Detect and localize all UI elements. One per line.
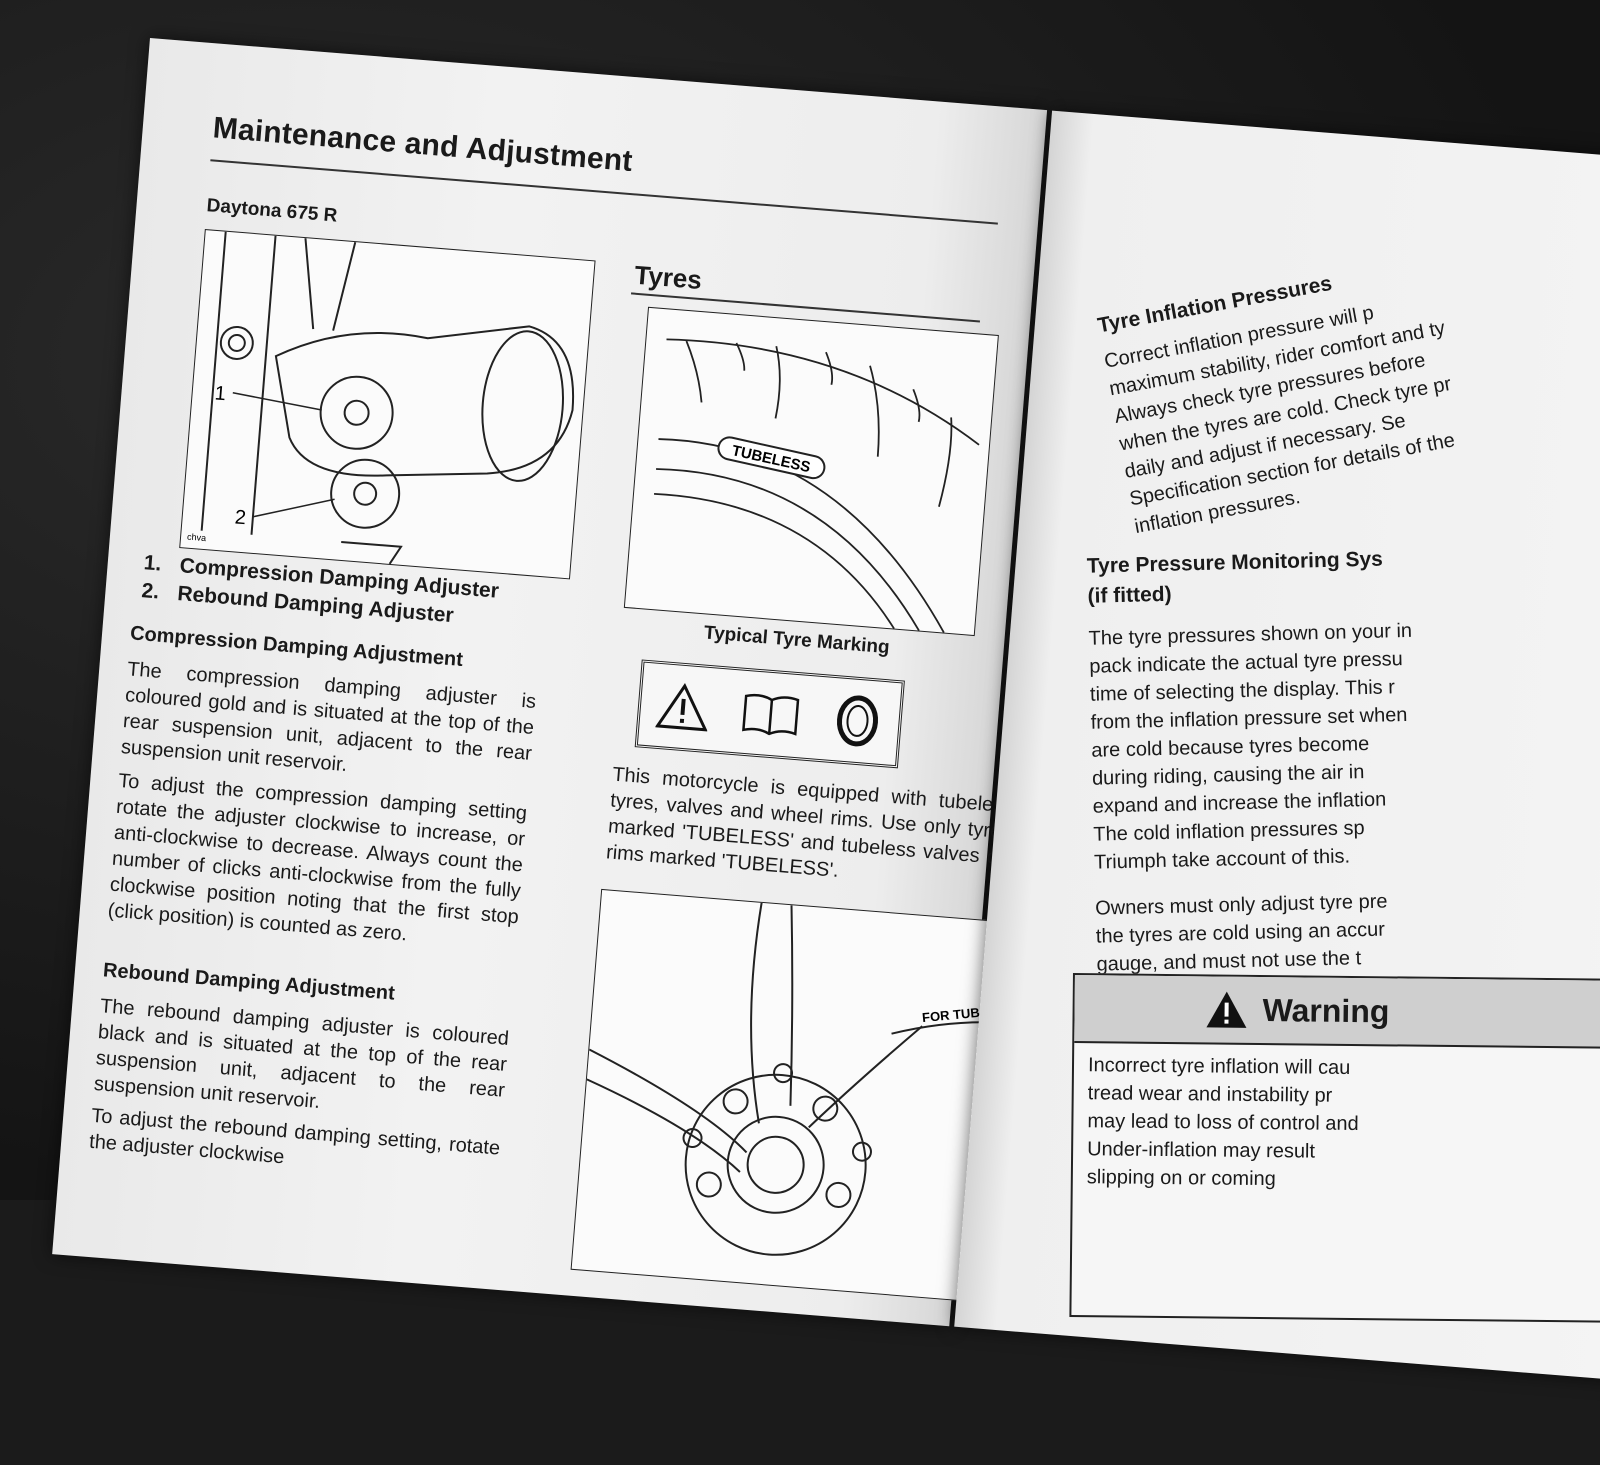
tpms-paragraph-1: The tyre pressures shown on your in pack… — [1088, 619, 1413, 874]
tpms-subheading: (if fitted) — [1087, 582, 1172, 608]
callout-2: 2 — [234, 506, 247, 529]
warning-triangle-icon — [1206, 991, 1247, 1028]
figure-ref: chva — [187, 532, 207, 543]
tyres-heading: Tyres — [633, 259, 704, 295]
tpms-section: Tyre Pressure Monitoring Sys (if fitted)… — [1087, 540, 1600, 1004]
safety-symbols — [634, 659, 905, 769]
page-title: Maintenance and Adjustment — [211, 111, 634, 179]
manual-book-icon — [742, 693, 800, 736]
warning-triangle-icon — [655, 682, 708, 732]
tubeless-paragraph: This motorcycle is equipped with tubeles… — [605, 763, 1015, 882]
model-heading: Daytona 675 R — [205, 195, 339, 227]
right-page: Tyre Inflation Pressures Correct inflati… — [954, 110, 1600, 1383]
right-page-content: Tyre Inflation Pressures Correct inflati… — [1096, 203, 1600, 538]
suspension-adjuster-illustration: 1 2 chva — [179, 229, 596, 580]
callout-1: 1 — [214, 382, 227, 405]
wheel-rim-illustration: FOR TUBLESS — [570, 888, 1022, 1304]
tyre-marking-illustration: TUBELESS — [623, 306, 999, 637]
wheel-drawing: FOR TUBLESS — [586, 902, 1014, 1256]
warning-text: Incorrect tyre inflation will cau tread … — [1086, 1054, 1359, 1191]
warning-header: Warning — [1074, 975, 1600, 1050]
inflation-paragraph: Correct inflation pressure will p maximu… — [1102, 301, 1457, 539]
tyre-icon — [836, 695, 879, 747]
warning-title: Warning — [1262, 991, 1390, 1029]
suspension-drawing: 1 2 chva — [187, 231, 575, 565]
compression-paragraph-2: To adjust the compression damping settin… — [107, 769, 528, 946]
tyre-drawing: TUBELESS — [654, 338, 980, 634]
tpms-heading: Tyre Pressure Monitoring Sys — [1086, 547, 1384, 578]
manual-spread: Maintenance and Adjustment Daytona 675 R — [46, 38, 1600, 1462]
warning-box: Warning Incorrect tyre inflation will ca… — [1069, 973, 1600, 1324]
left-page: Maintenance and Adjustment Daytona 675 R — [52, 38, 1048, 1327]
